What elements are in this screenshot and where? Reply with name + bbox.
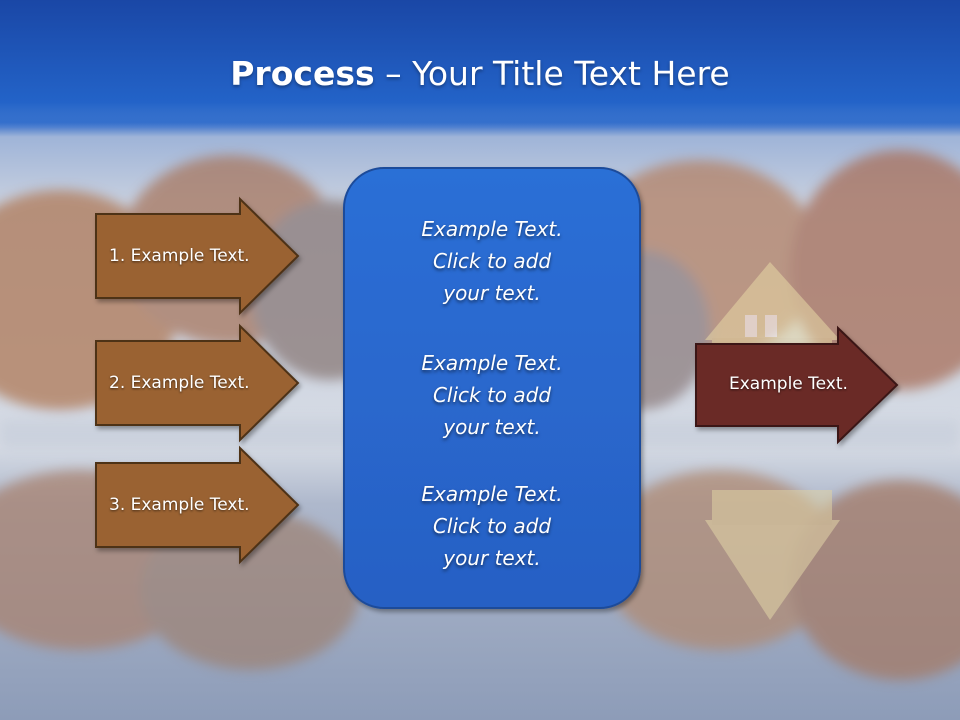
arrow-3-label: 3. Example Text. (109, 495, 250, 515)
center-text-line: your text. (443, 281, 541, 305)
arrow-shape-1[interactable] (95, 196, 300, 316)
arrow-shape-3[interactable] (95, 445, 300, 565)
center-text-line: your text. (443, 415, 541, 439)
slide-title[interactable]: Process – Your Title Text Here (0, 52, 960, 96)
slide-title-rest: – Your Title Text Here (374, 54, 730, 93)
arrow-shape-output[interactable] (695, 325, 899, 445)
center-text-line: Example Text. (421, 351, 563, 375)
center-text-line: Example Text. (421, 482, 563, 506)
slide-title-bold: Process (230, 54, 375, 93)
arrow-2-label: 2. Example Text. (109, 373, 250, 393)
center-text-line: Click to add (432, 249, 552, 273)
center-text-line: your text. (443, 546, 541, 570)
output-arrow-label: Example Text. (729, 374, 848, 394)
center-text-line: Click to add (432, 514, 552, 538)
center-text-line: Example Text. (421, 217, 563, 241)
center-text-block-2[interactable]: Example Text. Click to add your text. (344, 347, 640, 443)
arrow-1-label: 1. Example Text. (109, 246, 250, 266)
center-text-block-1[interactable]: Example Text. Click to add your text. (344, 213, 640, 309)
center-text-box[interactable] (343, 167, 641, 609)
center-text-line: Click to add (432, 383, 552, 407)
arrow-shape-2[interactable] (95, 323, 300, 443)
center-text-block-3[interactable]: Example Text. Click to add your text. (344, 478, 640, 574)
